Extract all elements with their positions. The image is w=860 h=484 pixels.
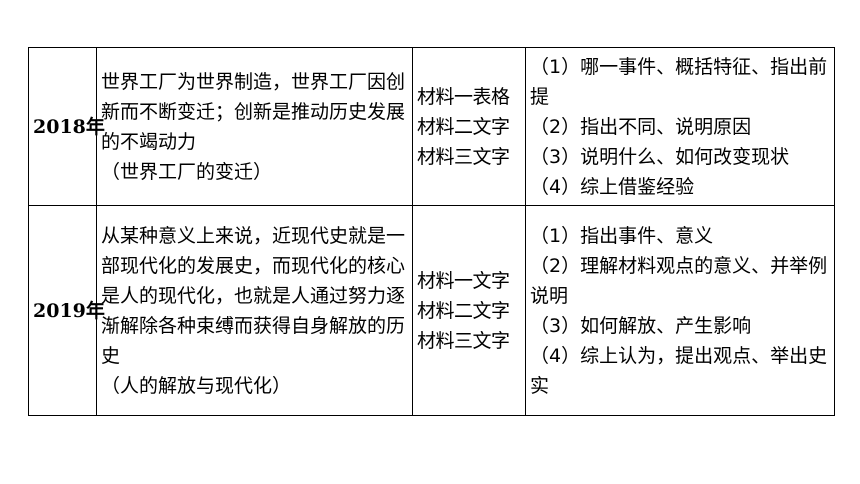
theme-cell: 世界工厂为世界制造，世界工厂因创新而不断变迁；创新是推动历史发展的不竭动力 （世…: [96, 47, 413, 206]
material-item: 材料三文字: [417, 329, 510, 352]
theme-text: 世界工厂为世界制造，世界工厂因创新而不断变迁；创新是推动历史发展的不竭动力: [101, 70, 406, 153]
materials-cell: 材料一表格 材料二文字 材料三文字: [412, 47, 526, 206]
material-item: 材料三文字: [417, 145, 510, 168]
table-row-2018: 2018年 世界工厂为世界制造，世界工厂因创新而不断变迁；创新是推动历史发展的不…: [28, 47, 835, 206]
materials-cell: 材料一文字 材料二文字 材料三文字: [412, 205, 526, 416]
material-item: 材料一表格: [417, 85, 510, 108]
question-item: （2）理解材料观点的意义、并举例说明: [530, 254, 828, 307]
material-item: 材料二文字: [417, 299, 510, 322]
material-item: 材料二文字: [417, 115, 510, 138]
question-item: （1）哪一事件、概括特征、指出前提: [530, 55, 828, 108]
questions-cell: （1）指出事件、意义 （2）理解材料观点的意义、并举例说明 （3）如何解放、产生…: [525, 205, 835, 416]
question-item: （3）如何解放、产生影响: [530, 314, 752, 337]
year-cell: 2019年: [28, 205, 105, 416]
theme-text: 从某种意义上来说，近现代史就是一部现代化的发展史，而现代化的核心是人的现代化，也…: [101, 224, 406, 367]
exam-analysis-table: 2018年 世界工厂为世界制造，世界工厂因创新而不断变迁；创新是推动历史发展的不…: [28, 47, 835, 416]
table-row-2019: 2019年 从某种意义上来说，近现代史就是一部现代化的发展史，而现代化的核心是人…: [28, 205, 835, 416]
question-item: （2）指出不同、说明原因: [530, 115, 752, 138]
question-item: （4）综上借鉴经验: [530, 175, 695, 198]
theme-subtitle: （人的解放与现代化）: [101, 374, 292, 397]
theme-cell: 从某种意义上来说，近现代史就是一部现代化的发展史，而现代化的核心是人的现代化，也…: [96, 205, 413, 416]
question-item: （1）指出事件、意义: [530, 224, 714, 247]
question-item: （3）说明什么、如何改变现状: [530, 145, 790, 168]
question-item: （4）综上认为，提出观点、举出史实: [530, 344, 828, 397]
material-item: 材料一文字: [417, 269, 510, 292]
questions-cell: （1）哪一事件、概括特征、指出前提 （2）指出不同、说明原因 （3）说明什么、如…: [525, 47, 835, 206]
theme-subtitle: （世界工厂的变迁）: [101, 160, 273, 183]
year-cell: 2018年: [28, 47, 105, 206]
